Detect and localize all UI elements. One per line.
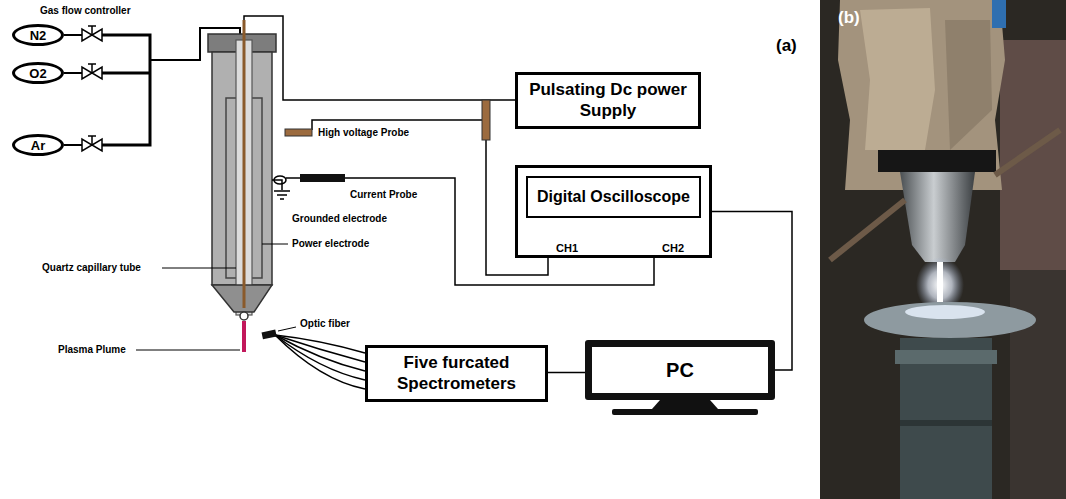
valve-symbol <box>88 63 96 65</box>
photograph <box>838 0 1005 190</box>
gas-lines <box>64 34 82 36</box>
power-wires <box>272 180 282 190</box>
gas-lines <box>64 144 82 146</box>
current-probe <box>274 176 286 184</box>
node-text: Five furcated Spectrometers <box>376 352 537 395</box>
part-label: Current Probe <box>350 189 417 201</box>
signal-cable <box>548 372 585 374</box>
power-supply-box: Pulsating Dc power Supply <box>515 72 701 129</box>
part-label: Plasma Plume <box>58 344 126 356</box>
node-text: PC <box>666 359 694 382</box>
gas-lines <box>102 35 150 145</box>
part-label: Quartz capillary tube <box>42 262 141 274</box>
photograph <box>905 305 985 319</box>
photograph <box>820 0 1066 499</box>
leader-line <box>136 244 296 350</box>
valve-symbol <box>92 29 102 41</box>
current-probe <box>300 174 345 182</box>
spectrometer-box: Five furcated Spectrometers <box>365 345 548 402</box>
valve-symbol <box>91 136 93 145</box>
photograph <box>900 172 975 262</box>
part-label: Power electrode <box>292 238 369 250</box>
photograph <box>830 200 905 260</box>
node-text: O2 <box>29 66 46 81</box>
photograph <box>820 0 1066 499</box>
valve-symbol <box>91 26 93 35</box>
optic-fiber <box>275 335 365 371</box>
ground-symbol <box>280 198 284 200</box>
channel-label: CH1 <box>556 241 578 255</box>
leader-line <box>278 327 296 331</box>
high-voltage-probe <box>482 100 490 140</box>
photograph <box>1000 40 1066 270</box>
plasma-jet <box>208 20 276 352</box>
gas-lines <box>64 72 82 74</box>
gas-cylinder: O2 <box>12 62 64 84</box>
plasma-jet <box>243 20 246 308</box>
current-probe <box>286 177 300 179</box>
current-probe <box>274 174 345 184</box>
ground-symbol <box>274 191 290 199</box>
plasma-jet <box>212 285 272 312</box>
photograph <box>995 130 1060 175</box>
node-text: Digital Oscilloscope <box>526 176 701 218</box>
panel-label: (a) <box>776 36 797 56</box>
optic-fiber <box>275 335 365 353</box>
valve-symbol <box>82 139 92 151</box>
monitor-stand <box>612 409 758 415</box>
photograph <box>900 420 992 426</box>
ground-symbol <box>277 194 287 196</box>
panel-label: (b) <box>838 8 860 28</box>
photograph <box>992 0 1006 28</box>
part-label: High voltage Probe <box>318 127 409 139</box>
fiber-connector <box>262 330 277 340</box>
optic-fiber <box>275 335 365 389</box>
leader-line <box>162 268 236 269</box>
ground-symbol <box>274 190 290 192</box>
photograph <box>1010 270 1066 499</box>
part-label: Grounded electrode <box>292 213 387 225</box>
channel-label: CH2 <box>662 241 684 255</box>
optic-fiber <box>275 335 365 380</box>
valve-symbol <box>82 67 92 79</box>
optic-fiber <box>275 335 365 389</box>
node-text: N2 <box>30 28 47 43</box>
valve-symbol <box>82 29 92 41</box>
computer-monitor: PC <box>585 340 775 400</box>
valve-symbol <box>92 139 102 151</box>
valve-symbol <box>92 67 102 79</box>
power-wires <box>244 16 515 100</box>
valve-symbol <box>91 64 93 73</box>
photograph <box>895 350 997 364</box>
gas-cylinder: N2 <box>12 24 64 46</box>
photograph <box>864 302 1036 338</box>
photograph <box>945 20 992 150</box>
leader-line <box>136 350 240 351</box>
plasma-jet <box>240 312 248 320</box>
monitor-stand <box>612 400 758 415</box>
high-voltage-probe <box>285 129 312 136</box>
leader-line <box>262 244 288 245</box>
photograph <box>937 262 943 302</box>
gas-lines <box>102 72 150 75</box>
node-text: Pulsating Dc power Supply <box>526 79 690 122</box>
valve-symbol <box>88 25 96 27</box>
node-text: Ar <box>31 138 45 153</box>
section-label: Gas flow controller <box>40 5 131 17</box>
valve-symbol <box>82 26 102 151</box>
valve-symbol <box>88 135 96 137</box>
plasma-jet <box>242 321 246 352</box>
high-voltage-probe <box>285 100 490 140</box>
photograph <box>878 150 996 172</box>
part-label: Optic fiber <box>300 318 350 330</box>
photograph <box>860 8 935 150</box>
gas-cylinder: Ar <box>12 134 64 156</box>
monitor-stand <box>652 400 718 409</box>
